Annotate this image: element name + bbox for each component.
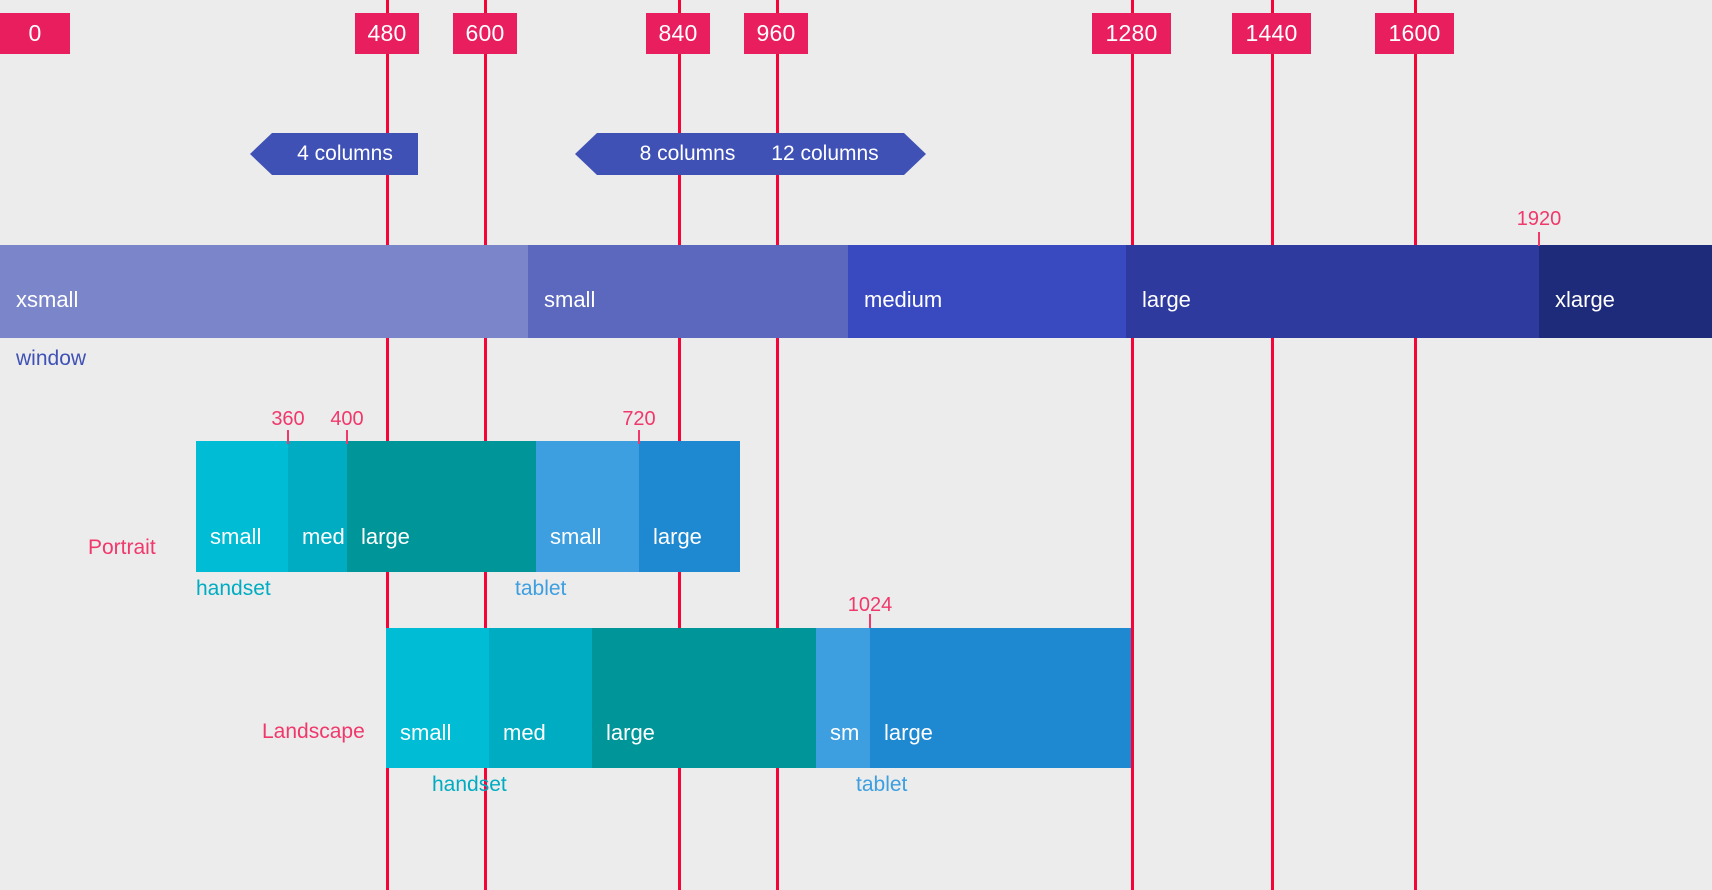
annotation-label-720: 720 xyxy=(622,408,656,430)
portrait-segment-small: small xyxy=(536,441,639,572)
gridline-1280 xyxy=(1131,0,1134,890)
landscape-device-label-handset: handset xyxy=(432,773,507,796)
portrait-segment-label: med xyxy=(302,524,345,549)
landscape-device-label-tablet: tablet xyxy=(856,773,908,796)
annotation-tick-360 xyxy=(287,430,289,444)
window-segment-xsmall: xsmall xyxy=(0,245,422,338)
breakpoint-chip-1280[interactable]: 1280 xyxy=(1092,13,1171,54)
portrait-segment-label: small xyxy=(550,524,602,549)
annotation-tick-400 xyxy=(346,430,348,444)
portrait-segment-med: med xyxy=(288,441,347,572)
landscape-segment-label: small xyxy=(400,720,452,745)
window-segment-label: xsmall xyxy=(16,287,79,312)
portrait-segment-label: small xyxy=(210,524,262,549)
gridline-960 xyxy=(776,0,779,890)
column-ribbon-12-columns[interactable]: 12 columns xyxy=(746,133,926,175)
breakpoint-chip-0[interactable]: 0 xyxy=(0,13,70,54)
breakpoint-chip-840[interactable]: 840 xyxy=(646,13,710,54)
breakpoint-chip-960[interactable]: 960 xyxy=(744,13,808,54)
landscape-segment-label: med xyxy=(503,720,546,745)
breakpoint-chip-1600[interactable]: 1600 xyxy=(1375,13,1454,54)
portrait-segment-large: large xyxy=(347,441,440,572)
portrait-segment-small: small xyxy=(196,441,288,572)
window-segment-label: xlarge xyxy=(1555,287,1615,312)
portrait-segment-large: large xyxy=(639,441,740,572)
window-segment-xlarge: xlarge xyxy=(1539,245,1712,338)
landscape-segment-large: large xyxy=(870,628,1131,768)
window-segment-spacer xyxy=(1281,245,1539,338)
annotation-label-400: 400 xyxy=(330,408,364,430)
landscape-orientation-label: Landscape xyxy=(262,720,365,743)
window-segment-label: small xyxy=(544,287,596,312)
annotation-label-1920: 1920 xyxy=(1516,208,1562,230)
landscape-segment-med: med xyxy=(489,628,592,768)
window-row-label: window xyxy=(16,347,87,370)
portrait-segment-label: large xyxy=(653,524,702,549)
landscape-segment-label: large xyxy=(606,720,655,745)
column-ribbon-label: 12 columns xyxy=(771,142,879,165)
window-segment-medium: medium xyxy=(848,245,1126,338)
landscape-segment-small: small xyxy=(386,628,489,768)
breakpoint-chip-480[interactable]: 480 xyxy=(355,13,419,54)
window-segment-label: medium xyxy=(864,287,943,312)
portrait-device-label-handset: handset xyxy=(196,577,271,600)
column-ribbon-4-columns[interactable]: 4 columns xyxy=(250,133,418,175)
annotation-label-1024: 1024 xyxy=(847,594,893,616)
gridline-1600 xyxy=(1414,0,1417,890)
annotation-label-360: 360 xyxy=(271,408,305,430)
column-ribbon-8-columns[interactable]: 8 columns xyxy=(575,133,778,175)
gridline-1440 xyxy=(1271,0,1274,890)
landscape-segment-large: large xyxy=(592,628,696,768)
column-ribbon-label: 8 columns xyxy=(639,142,736,165)
column-ribbon-label: 4 columns xyxy=(297,142,393,165)
landscape-segment-label: large xyxy=(884,720,933,745)
window-segment-large: large xyxy=(1126,245,1281,338)
window-segment-spacer xyxy=(745,245,848,338)
breakpoint-chip-1440[interactable]: 1440 xyxy=(1232,13,1311,54)
annotation-tick-1920 xyxy=(1538,232,1540,246)
window-segment-small: small xyxy=(528,245,745,338)
window-segment-spacer xyxy=(422,245,528,338)
portrait-device-label-tablet: tablet xyxy=(515,577,567,600)
landscape-segment-sm: sm xyxy=(816,628,870,768)
portrait-orientation-label: Portrait xyxy=(88,536,156,559)
landscape-segment-label: sm xyxy=(830,720,860,745)
portrait-segment-label: large xyxy=(361,524,410,549)
annotation-tick-1024 xyxy=(869,614,871,628)
window-segment-label: large xyxy=(1142,287,1191,312)
landscape-segment-spacer xyxy=(696,628,816,768)
portrait-segment-spacer xyxy=(440,441,536,572)
annotation-tick-720 xyxy=(638,430,640,444)
breakpoint-chip-600[interactable]: 600 xyxy=(453,13,517,54)
